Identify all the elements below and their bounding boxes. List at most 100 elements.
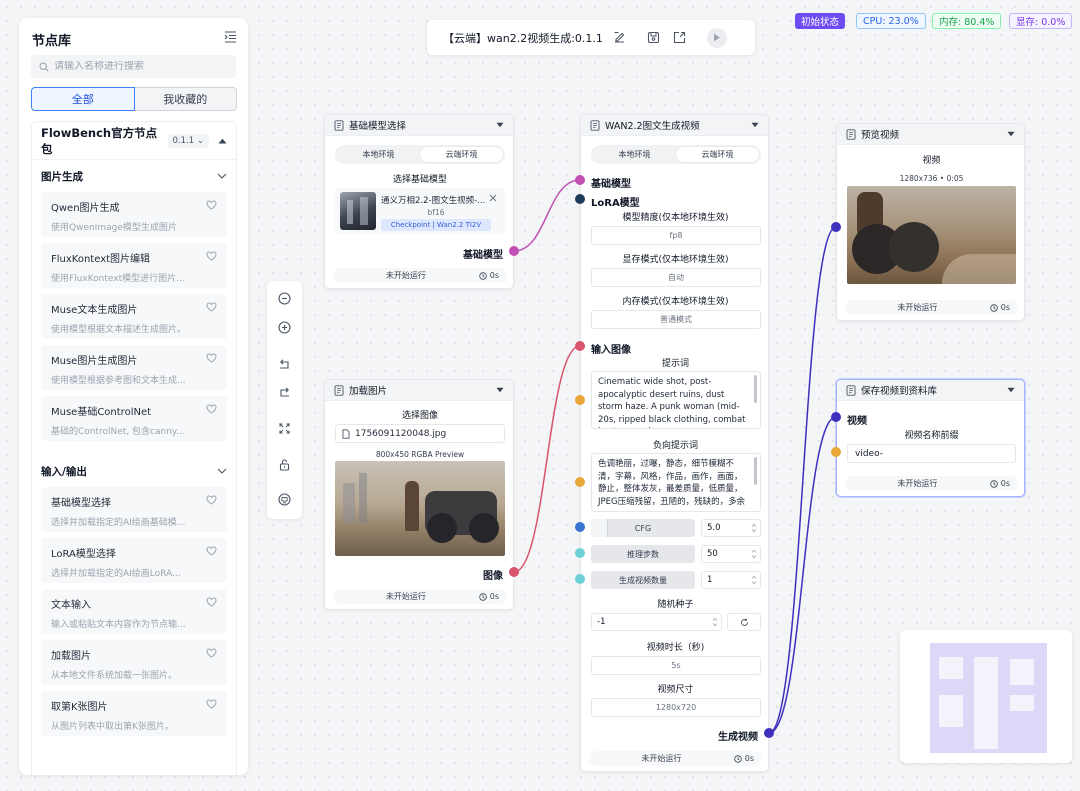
node-header[interactable]: 预览视频 — [837, 124, 1024, 145]
port-prefix-in[interactable] — [831, 447, 841, 457]
port-prompt-in[interactable] — [575, 395, 585, 405]
env-cloud-option[interactable]: 云端环境 — [676, 147, 759, 162]
package-header[interactable]: FlowBench官方节点包 0.1.1 ⌄ — [32, 122, 236, 160]
node-item-base-model[interactable]: 基础模型选择 选择并加载指定的AI绘画基础模... — [41, 487, 227, 532]
lock-icon[interactable] — [278, 458, 291, 471]
export-icon[interactable] — [673, 31, 686, 44]
run-workflow-button[interactable] — [706, 27, 727, 48]
favorite-heart-icon[interactable] — [206, 353, 217, 363]
port-negative-prompt-in[interactable] — [575, 477, 585, 487]
port-image-in[interactable] — [575, 341, 585, 351]
seed-input[interactable]: -1 — [591, 613, 722, 631]
search-input[interactable] — [54, 61, 224, 72]
node-menu-icon[interactable] — [496, 387, 504, 393]
undo-icon[interactable] — [278, 358, 291, 371]
node-search[interactable] — [31, 55, 236, 78]
save-icon[interactable] — [647, 31, 660, 44]
memory-mode-select[interactable]: 普通模式 — [591, 310, 761, 329]
node-base-model-select[interactable]: 基础模型选择 本地环境 云端环境 选择基础模型 通义万相2.2-图文生视频-..… — [324, 114, 514, 289]
negative-prompt-textarea[interactable]: 色调艳丽，过曝，静态，细节模糊不清，字幕，风格，作品，画作，画面，静止，整体发灰… — [591, 453, 761, 512]
edit-icon[interactable] — [613, 31, 626, 44]
port-save-video-in[interactable] — [831, 412, 841, 422]
node-item-muse-text2img[interactable]: Muse文本生成图片 使用模型根据文本描述生成图片。 — [41, 294, 227, 339]
node-item-load-image[interactable]: 加载图片 从本地文件系统加载一张图片。 — [41, 640, 227, 685]
prompt-textarea[interactable]: Cinematic wide shot, post-apocalyptic de… — [591, 371, 761, 429]
node-save-video[interactable]: 保存视频到资料库 视频 视频名称前缀 video- 未开始运行 0s — [836, 379, 1025, 497]
stepper-icon[interactable] — [751, 522, 757, 534]
node-menu-icon[interactable] — [751, 122, 759, 128]
node-header[interactable]: WAN2.2图文生成视频 — [581, 115, 768, 136]
port-video-out[interactable] — [764, 728, 774, 738]
vram-mode-select[interactable]: 自动 — [591, 268, 761, 287]
port-cfg-in[interactable] — [575, 522, 585, 532]
minimap-viewport[interactable] — [930, 643, 1047, 753]
package-version-select[interactable]: 0.1.1 ⌄ — [167, 133, 209, 148]
favorite-heart-icon[interactable] — [206, 699, 217, 709]
cfg-input[interactable]: 5.0 — [701, 519, 761, 537]
node-item-take-kth-image[interactable]: 取第K张图片 从图片列表中取出第K张图片。 — [41, 691, 227, 736]
prefix-input[interactable]: video- — [847, 444, 1016, 463]
stepper-icon[interactable] — [712, 616, 718, 628]
favorite-heart-icon[interactable] — [206, 251, 217, 261]
node-menu-icon[interactable] — [1007, 387, 1015, 393]
video-preview[interactable] — [847, 186, 1016, 284]
env-local-option[interactable]: 本地环境 — [618, 150, 651, 159]
node-wan22-video[interactable]: WAN2.2图文生成视频 本地环境 云端环境 基础模型 LoRA模型 模型精度(… — [580, 114, 769, 772]
prompt-scrollbar[interactable] — [754, 375, 757, 403]
duration-select[interactable]: 5s — [591, 656, 761, 675]
favorite-heart-icon[interactable] — [206, 546, 217, 556]
favorite-heart-icon[interactable] — [206, 495, 217, 505]
node-item-qwen-image[interactable]: Qwen图片生成 使用QwenImage模型生成图片 — [41, 192, 227, 237]
video-size-select[interactable]: 1280x720 — [591, 698, 761, 717]
favorite-heart-icon[interactable] — [206, 404, 217, 414]
random-seed-button[interactable] — [727, 613, 761, 631]
node-menu-icon[interactable] — [1007, 131, 1015, 137]
node-item-lora-model[interactable]: LoRA模型选择 选择并加载指定的AI绘画LoRA... — [41, 538, 227, 583]
port-image-out[interactable] — [509, 567, 519, 577]
stepper-icon[interactable] — [751, 548, 757, 560]
stepper-icon[interactable] — [751, 574, 757, 586]
redo-icon[interactable] — [278, 386, 291, 399]
node-preview-video[interactable]: 预览视频 视频 1280x736 • 0:05 未开始运行 0s — [836, 123, 1025, 321]
tab-favorites[interactable]: 我收藏的 — [134, 87, 237, 111]
node-menu-icon[interactable] — [496, 122, 504, 128]
node-header[interactable]: 加载图片 — [325, 380, 513, 401]
favorite-heart-icon[interactable] — [206, 648, 217, 658]
env-local-option[interactable]: 本地环境 — [362, 150, 395, 159]
close-icon[interactable] — [489, 194, 497, 202]
zoom-out-icon[interactable] — [278, 292, 291, 305]
video-count-slider[interactable]: 生成视频数量 — [591, 571, 695, 589]
port-preview-video-in[interactable] — [831, 222, 841, 232]
node-item-muse-controlnet[interactable]: Muse基础ControlNet 基础的ControlNet, 包含canny.… — [41, 396, 227, 441]
model-card[interactable]: 通义万相2.2-图文生视频-... bf16 Checkpoint | Wan2… — [335, 188, 505, 234]
favorite-heart-icon[interactable] — [206, 302, 217, 312]
fit-view-icon[interactable] — [278, 422, 291, 435]
zoom-in-icon[interactable] — [278, 321, 291, 334]
node-item-flux-kontext[interactable]: FluxKontext图片编辑 使用FluxKontext模型进行图片... — [41, 243, 227, 288]
node-item-text-input[interactable]: 文本输入 输入或粘贴文本内容作为节点输... — [41, 589, 227, 634]
cfg-slider[interactable]: CFG — [591, 519, 695, 537]
negative-prompt-scrollbar[interactable] — [754, 457, 757, 485]
assistant-icon[interactable] — [278, 493, 291, 506]
node-header[interactable]: 基础模型选择 — [325, 115, 513, 136]
port-lora-in[interactable] — [575, 194, 585, 204]
port-base-model-in[interactable] — [575, 175, 585, 185]
port-count-in[interactable] — [575, 574, 585, 584]
image-file-picker[interactable]: 1756091120048.jpg — [335, 424, 505, 443]
favorite-heart-icon[interactable] — [206, 597, 217, 607]
port-base-model-out[interactable] — [509, 246, 519, 256]
tab-all[interactable]: 全部 — [31, 87, 135, 111]
favorite-heart-icon[interactable] — [206, 200, 217, 210]
env-cloud-option[interactable]: 云端环境 — [420, 147, 503, 162]
category-input-output[interactable]: 输入/输出 — [32, 455, 236, 487]
video-count-input[interactable]: 1 — [701, 571, 761, 589]
chevron-up-icon[interactable] — [218, 138, 227, 144]
collapse-panel-icon[interactable] — [224, 31, 237, 43]
port-steps-in[interactable] — [575, 548, 585, 558]
node-load-image[interactable]: 加载图片 选择图像 1756091120048.jpg 800x450 RGBA… — [324, 379, 514, 610]
node-header[interactable]: 保存视频到资料库 — [837, 380, 1024, 401]
category-image-generation[interactable]: 图片生成 — [32, 160, 236, 192]
precision-select[interactable]: fp8 — [591, 226, 761, 245]
node-item-muse-img2img[interactable]: Muse图片生成图片 使用模型根据参考图和文本生成... — [41, 345, 227, 390]
steps-slider[interactable]: 推理步数 — [591, 545, 695, 563]
